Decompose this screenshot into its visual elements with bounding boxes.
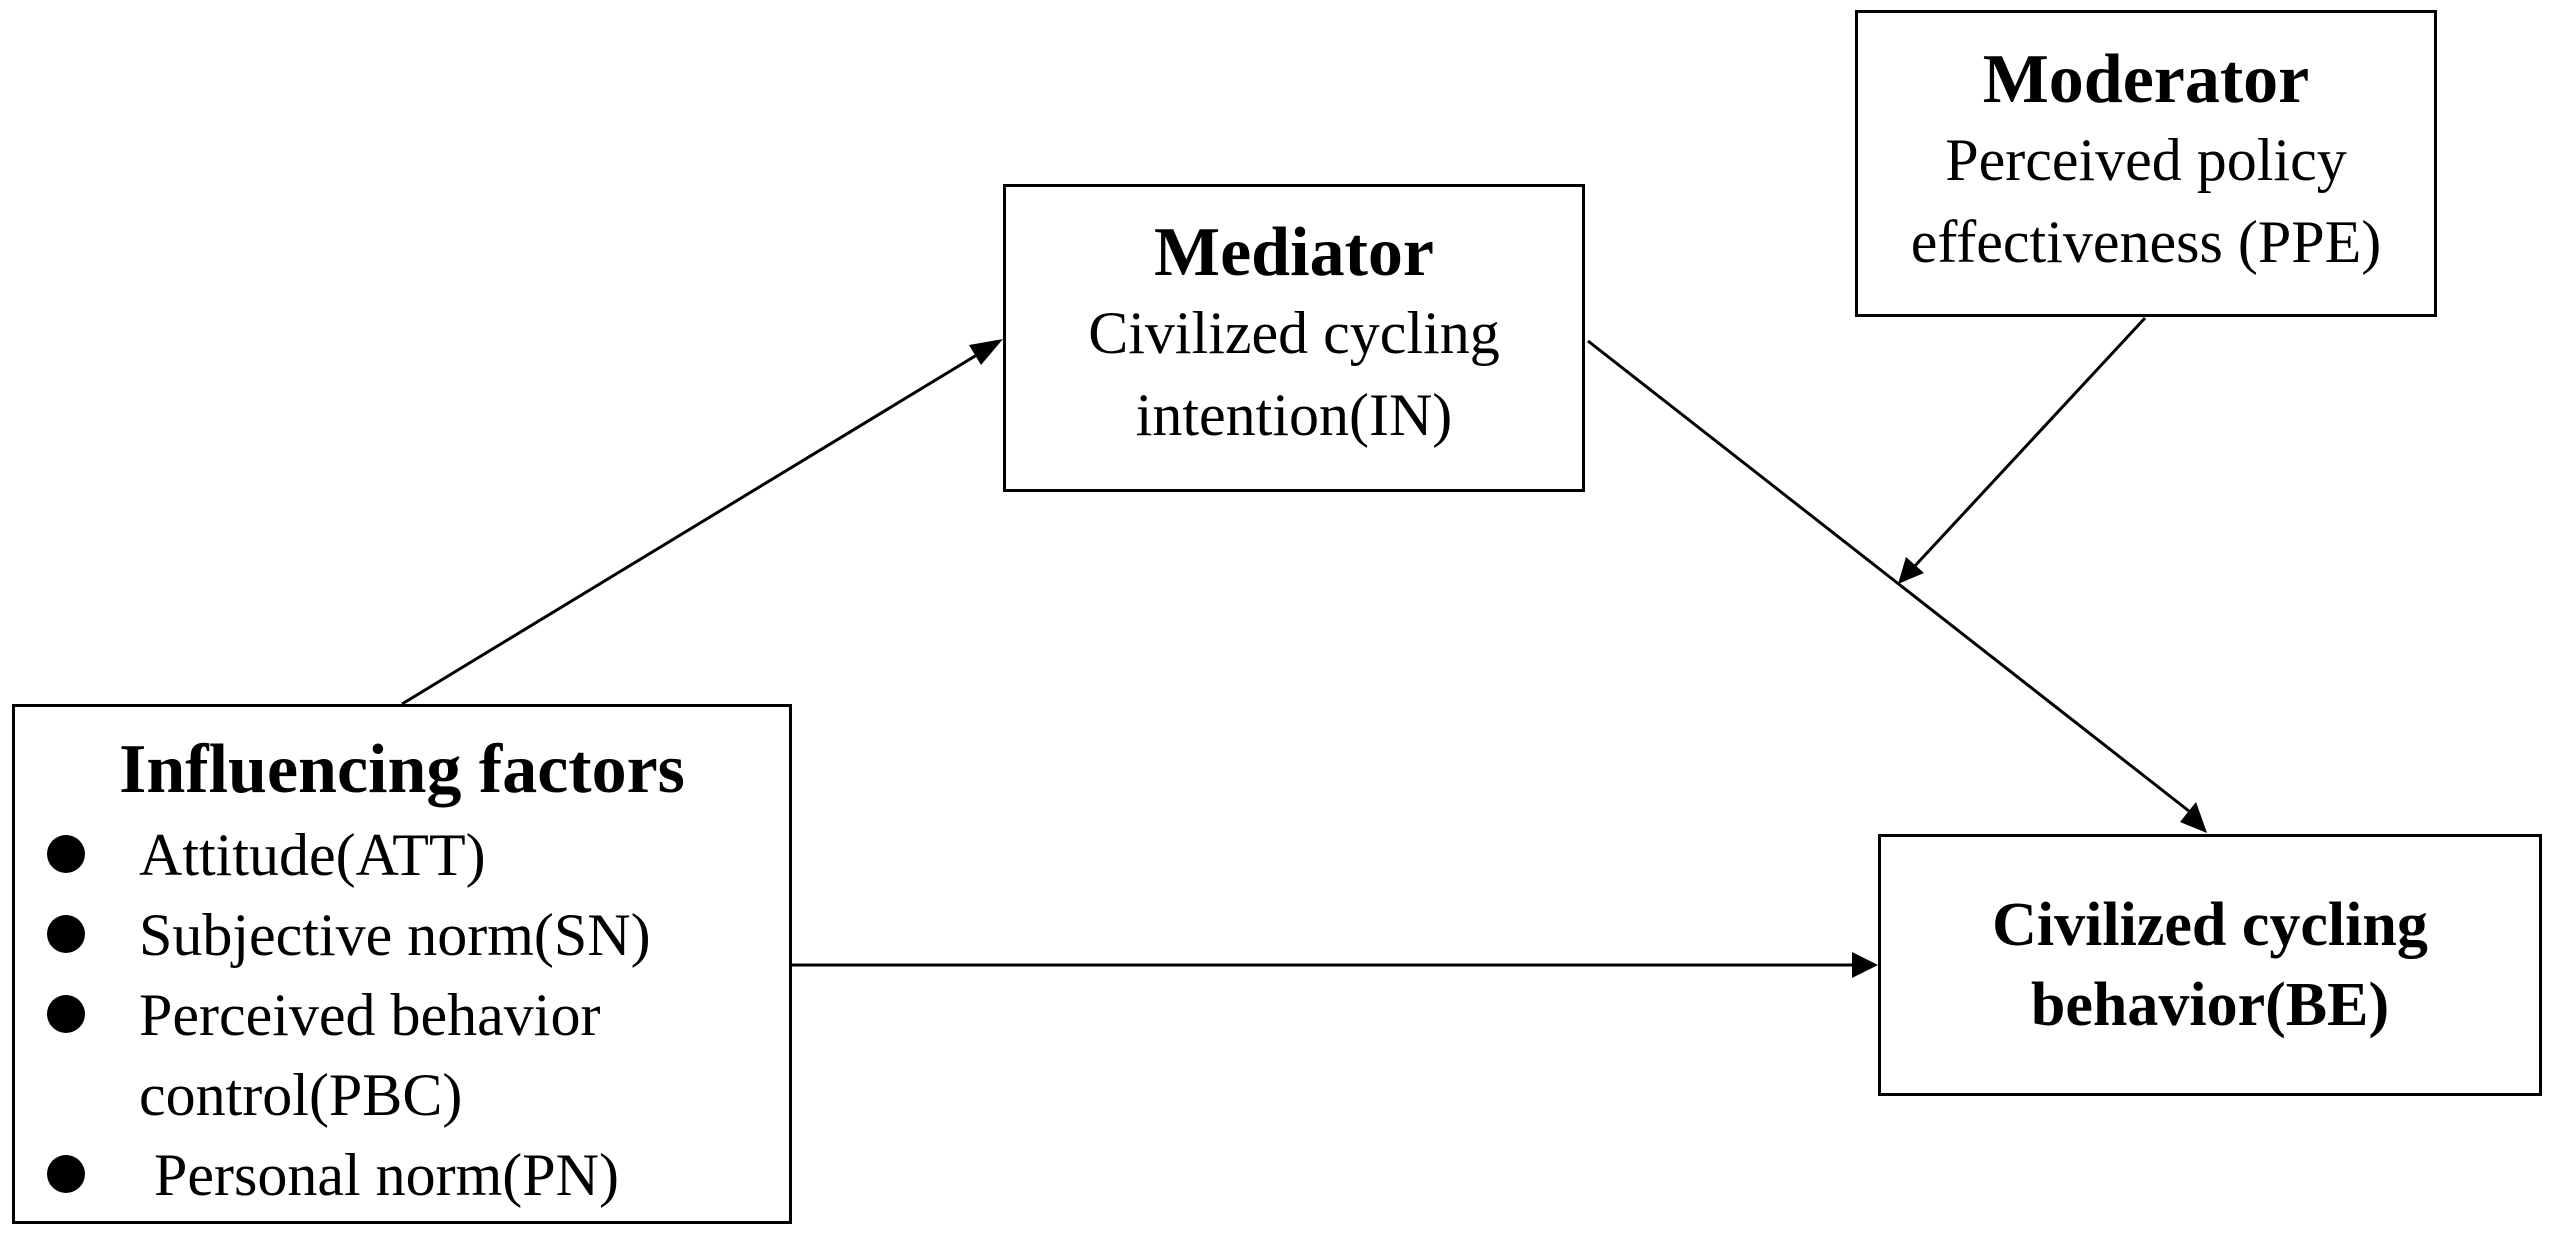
factor-label: Subjective norm(SN) bbox=[139, 902, 651, 968]
factor-item-personal-norm: Personal norm(PN) bbox=[47, 1135, 651, 1215]
factor-label: Attitude(ATT) bbox=[139, 822, 486, 888]
bullet-icon bbox=[47, 915, 85, 953]
moderator-title: Moderator bbox=[1982, 40, 2310, 118]
factor-item-subjective-norm: Subjective norm(SN) bbox=[47, 895, 651, 975]
mediator-line-2: intention(IN) bbox=[1135, 382, 1453, 448]
outcome-line-1: Civilized cycling bbox=[1992, 891, 2428, 959]
arrow-factors-to-behavior bbox=[792, 952, 1878, 978]
bullet-icon bbox=[47, 1155, 85, 1193]
mediator-line-1: Civilized cycling bbox=[1088, 300, 1500, 366]
mediator-box: Mediator Civilized cycling intention(IN) bbox=[1003, 184, 1585, 492]
bullet-icon bbox=[47, 835, 85, 873]
moderator-line-2: effectiveness (PPE) bbox=[1910, 208, 2382, 275]
factor-list: Attitude(ATT) Subjective norm(SN) Percei… bbox=[47, 815, 651, 1215]
arrow-mediator-to-behavior bbox=[1587, 339, 2207, 833]
bullet-icon bbox=[47, 995, 85, 1033]
factor-label: Perceived behavior control(PBC) bbox=[139, 982, 601, 1128]
arrow-moderator-to-path bbox=[1898, 316, 2147, 584]
outcome-box: Civilized cycling behavior(BE) bbox=[1878, 834, 2542, 1096]
mediator-title: Mediator bbox=[1154, 214, 1434, 291]
arrow-factors-to-mediator bbox=[401, 339, 1003, 706]
moderator-box: Moderator Perceived policy effectiveness… bbox=[1855, 10, 2437, 317]
outcome-line-2: behavior(BE) bbox=[2030, 971, 2390, 1039]
influencing-factors-title: Influencing factors bbox=[119, 731, 685, 808]
influencing-factors-box: Influencing factors Attitude(ATT) Subjec… bbox=[12, 704, 792, 1224]
factor-label: Personal norm(PN) bbox=[139, 1142, 619, 1208]
moderator-line-1: Perceived policy bbox=[1945, 126, 2347, 193]
factor-item-perceived-behavior-control: Perceived behavior control(PBC) bbox=[47, 975, 651, 1135]
factor-item-attitude: Attitude(ATT) bbox=[47, 815, 651, 895]
